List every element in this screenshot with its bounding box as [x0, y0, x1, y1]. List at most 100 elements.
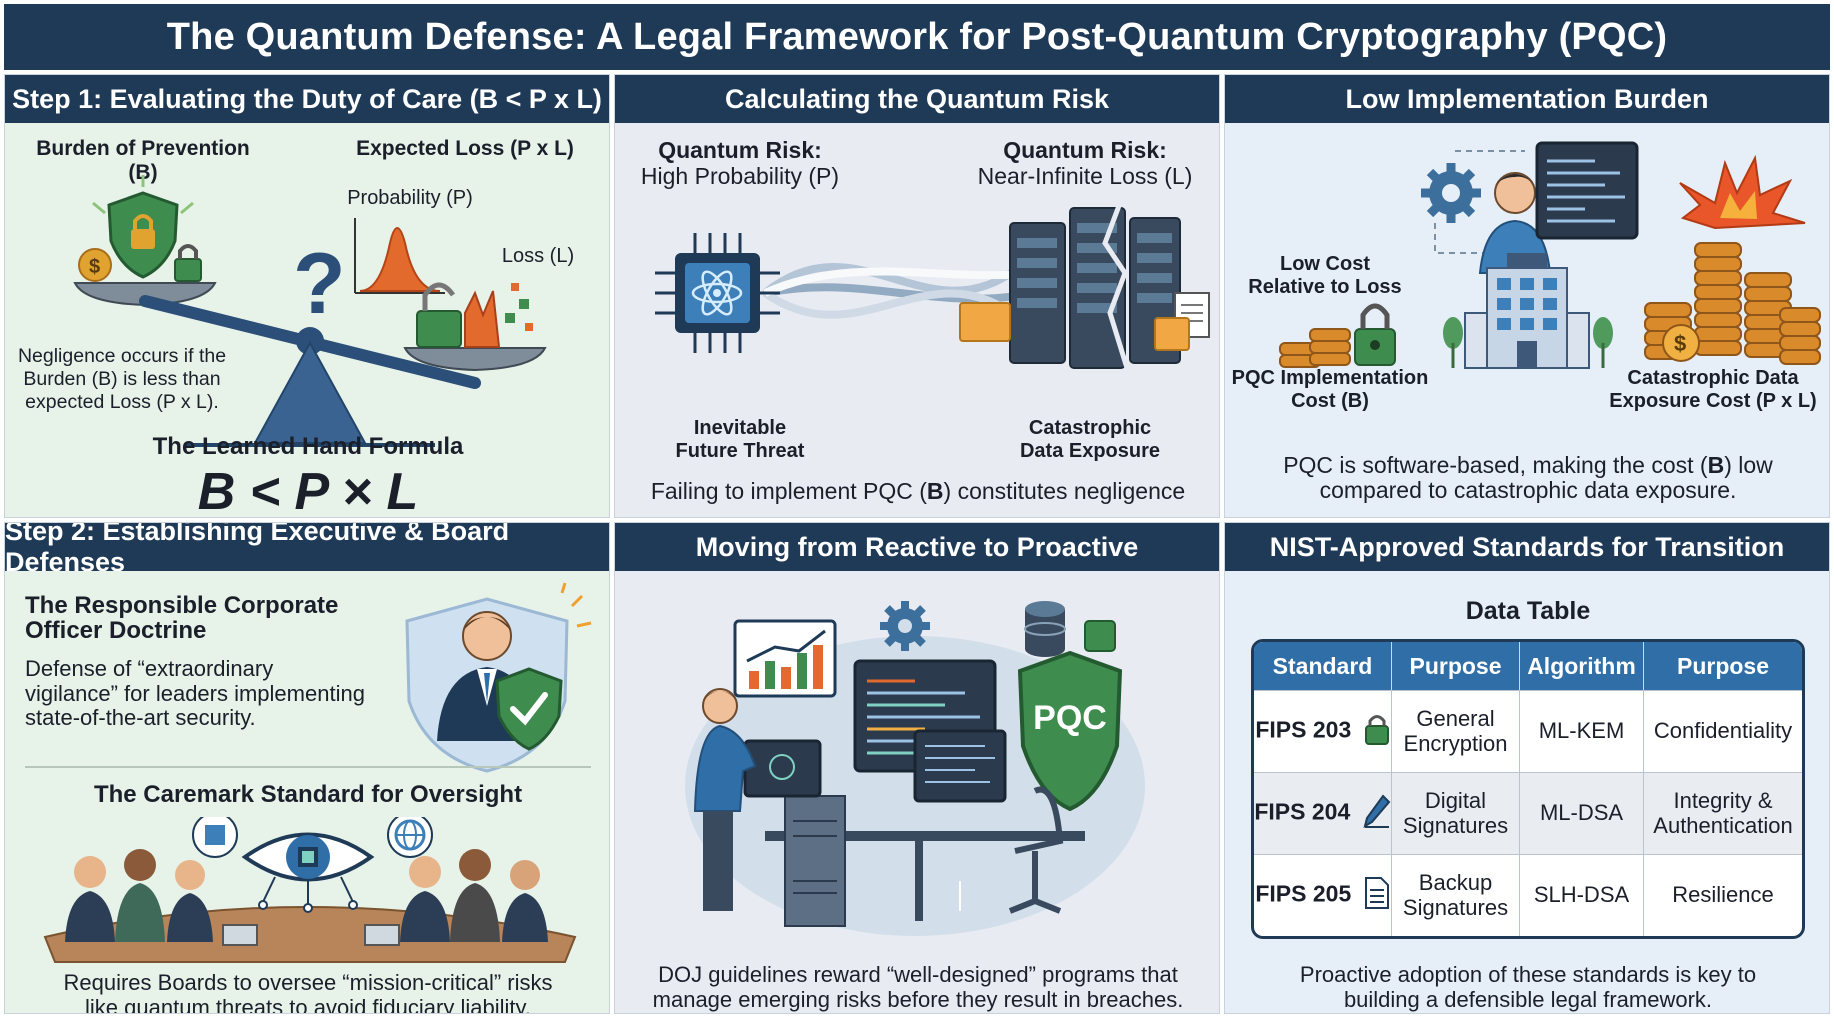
risk-footer: Failing to implement PQC (B) constitutes…: [615, 478, 1219, 504]
burden-footer-pre: PQC is software-based, making the cost (: [1283, 452, 1708, 478]
risk-left-caption-line-2: Future Threat: [675, 440, 805, 462]
expected-loss-label: Expected Loss (P x L): [356, 137, 574, 160]
document-icon: [1364, 876, 1390, 915]
risk-footer-bold: B: [926, 478, 944, 504]
pqc-shield-label: PQC: [1033, 699, 1107, 737]
quantum-chip-icon: [655, 233, 780, 353]
panel-burden-header: Low Implementation Burden: [1225, 75, 1829, 123]
code-monitor-icon: [853, 659, 1007, 803]
caremark-text-line-1: Requires Boards to oversee “mission-crit…: [63, 970, 553, 995]
algorithm-cell: ML-KEM: [1520, 690, 1644, 772]
code-monitor-icon: [1535, 141, 1639, 240]
svg-text:$: $: [1674, 331, 1686, 356]
board-meeting-illustration: [43, 817, 577, 963]
caremark-text-line-2: like quantum threats to avoid fiduciary …: [85, 994, 531, 1014]
panel-nist: NIST-Approved Standards for Transition D…: [1224, 522, 1830, 1014]
risk-left-label-line-1: Quantum Risk:: [658, 137, 822, 163]
panel-proactive-header: Moving from Reactive to Proactive: [615, 523, 1219, 571]
doctrine-text-line-2: vigilance” for leaders implementing: [25, 680, 365, 706]
doctrine-title-line-1: The Responsible Corporate: [25, 592, 339, 619]
risk-footer-post: ) constitutes negligence: [943, 478, 1186, 504]
nist-footer-line-2: building a defensible legal framework.: [1343, 986, 1713, 1012]
purpose-line-1: Backup: [1418, 870, 1493, 896]
panel-burden-body: $: [1225, 123, 1829, 517]
standard-name: FIPS 203: [1255, 716, 1352, 743]
low-cost-line-1: Low Cost: [1280, 253, 1370, 275]
standard-name: FIPS 204: [1254, 798, 1351, 825]
svg-text:$: $: [89, 256, 100, 278]
algorithm-cell: ML-DSA: [1520, 772, 1644, 854]
probability-label: Probability (P): [347, 187, 473, 209]
caremark-title: The Caremark Standard for Oversight: [93, 781, 523, 808]
purpose2-line-2: Authentication: [1653, 812, 1793, 838]
checkmark-shield-icon: [495, 667, 563, 751]
purpose2-line-1: Integrity &: [1673, 788, 1773, 814]
burden-footer-line-1: PQC is software-based, making the cost (…: [1225, 452, 1829, 478]
exposure-cost-line-1: Catastrophic Data: [1627, 367, 1799, 389]
proactive-footer-line-1: DOJ guidelines reward “well-designed” pr…: [658, 962, 1178, 987]
pqc-shield-icon: [1017, 650, 1123, 812]
eye-icon: [241, 832, 375, 882]
pqc-cost-label: PQC Implementation Cost (B): [1225, 367, 1435, 413]
exposure-cost-label: Catastrophic Data Exposure Cost (P x L): [1595, 367, 1829, 413]
burden-footer-bold: B: [1707, 452, 1725, 478]
database-icon: [1024, 601, 1066, 657]
burden-label: Burden of Prevention (B): [36, 137, 250, 185]
exposure-cost-line-2: Exposure Cost (P x L): [1609, 390, 1817, 412]
risk-right-caption-line-2: Data Exposure: [1019, 440, 1161, 462]
column-header: Standard: [1254, 642, 1392, 690]
panel-proactive-body: PQC DOJ guidelines reward “well-designed…: [615, 571, 1219, 1013]
standard-cell: FIPS 204: [1254, 772, 1392, 854]
negligence-line-1: Negligence occurs if the: [17, 345, 227, 367]
panel-step1-body: Burden of Prevention (B) Expected Loss (…: [5, 123, 609, 517]
building-icon: [1443, 253, 1613, 369]
doctrine-text: Defense of “extraordinary vigilance” for…: [25, 656, 395, 731]
doctrine-text-line-1: Defense of “extraordinary: [25, 656, 274, 681]
panel-step2-body: The Responsible Corporate Officer Doctri…: [5, 571, 609, 1013]
column-header: Purpose: [1392, 642, 1520, 690]
burden-footer: PQC is software-based, making the cost (…: [1225, 452, 1829, 504]
proactive-footer: DOJ guidelines reward “well-designed” pr…: [615, 962, 1219, 1012]
caremark-text: Requires Boards to oversee “mission-crit…: [5, 970, 609, 1014]
purpose-line-2: Encryption: [1403, 730, 1508, 756]
pqc-cost-line-1: PQC Implementation: [1231, 367, 1429, 389]
globe-bubble-icon: [387, 817, 433, 858]
purpose-line-1: General: [1416, 706, 1495, 732]
dollar-coin-icon: [1662, 324, 1700, 362]
risk-footer-pre: Failing to implement PQC (: [650, 478, 927, 504]
burden-illustration: $: [1279, 141, 1821, 369]
shield-icon: [107, 191, 179, 279]
pqc-cost-line-2: Cost (B): [1291, 390, 1369, 412]
panel-burden: Low Implementation Burden: [1224, 74, 1830, 518]
low-cost-line-2: Relative to Loss: [1248, 276, 1402, 298]
panel-risk: Calculating the Quantum Risk Quantum Ris…: [614, 74, 1220, 518]
risk-right-label: Quantum Risk: Near-Infinite Loss (L): [955, 137, 1215, 190]
office-chair-icon: [1008, 786, 1064, 914]
purpose2-cell: Confidentiality: [1644, 690, 1802, 772]
scale-illustration: $ ?: [73, 175, 547, 447]
board-member-avatar: [65, 849, 213, 942]
engineer-avatar: [693, 688, 757, 911]
quantum-risk-illustration: [655, 202, 1210, 369]
loss-label: Loss (L): [501, 245, 575, 267]
panel-nist-body: Data Table Standard Purpose Algorithm Pu…: [1225, 571, 1829, 1013]
page-title: The Quantum Defense: A Legal Framework f…: [4, 4, 1830, 70]
risk-right-caption: Catastrophic Data Exposure: [985, 417, 1195, 463]
table-header-row: Standard Purpose Algorithm Purpose: [1254, 642, 1802, 690]
standard-cell: FIPS 203: [1254, 690, 1392, 772]
purpose-line-1: Digital: [1424, 788, 1487, 814]
risk-left-caption-line-1: Inevitable: [693, 417, 787, 439]
chip-icon: [1084, 620, 1116, 652]
purpose2-cell: Integrity &Authentication: [1644, 772, 1802, 854]
doctrine-text-line-3: state-of-the-art security.: [25, 705, 256, 731]
standards-table: Standard Purpose Algorithm Purpose FIPS …: [1251, 639, 1805, 939]
burden-footer-post: ) low: [1724, 452, 1773, 478]
doctrine-title-line-2: Officer Doctrine: [25, 617, 207, 645]
negligence-line-3: expected Loss (P x L).: [25, 391, 219, 413]
lock-icon: [1364, 713, 1390, 750]
risk-right-caption-line-1: Catastrophic: [1028, 417, 1152, 439]
